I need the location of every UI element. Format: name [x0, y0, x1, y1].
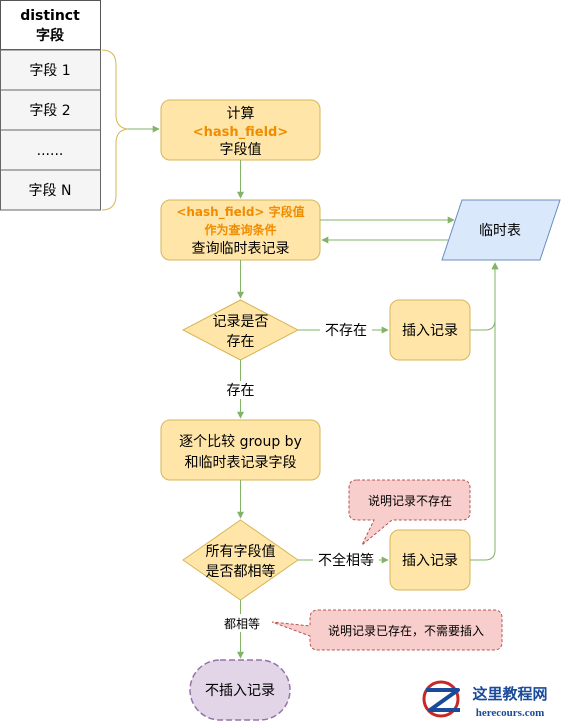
edge-label-bg — [220, 614, 264, 632]
callout-record-exists-no-insert: 说明记录已存在，不需要插入 — [271, 609, 503, 651]
table-header-line2: 字段 — [36, 27, 64, 44]
watermark-title: 这里教程网 — [472, 685, 547, 703]
edge-label-exists: 存在 — [227, 383, 255, 399]
compute-hash-line2: <hash_field> — [193, 125, 289, 140]
compute-hash-line3: 字段值 — [220, 142, 262, 158]
query-temp-node: <hash_field> 字段值 作为查询条件 查询临时表记录 — [160, 199, 321, 261]
insert-record-label-1: 插入记录 — [402, 323, 458, 339]
table-row-label: 字段 2 — [29, 103, 70, 119]
table-row-label: ...... — [37, 143, 64, 159]
logo-ring-icon — [422, 680, 460, 718]
compare-fields-line2: 和临时表记录字段 — [185, 455, 297, 471]
edge-label-not-all-equal: 不全相等 — [318, 552, 374, 569]
compute-hash-node: 计算 <hash_field> 字段值 — [160, 99, 321, 161]
curly-brace — [101, 49, 129, 211]
record-exists-line2: 存在 — [227, 334, 255, 350]
temp-table-label: 临时表 — [479, 223, 521, 239]
callout-record-exists-no-insert-text: 说明记录已存在，不需要插入 — [328, 623, 484, 638]
record-exists-line1: 记录是否 — [213, 314, 269, 330]
no-insert-label: 不插入记录 — [205, 683, 275, 699]
compare-fields-line1: 逐个比较 group by — [179, 434, 302, 450]
table-row — [0, 129, 101, 171]
edge-label-bg — [222, 381, 259, 399]
compute-hash-line1: 计算 — [227, 106, 255, 122]
compare-fields-node: 逐个比较 group by 和临时表记录字段 — [160, 419, 321, 481]
all-equal-decision: 所有字段值 是否都相等 — [182, 519, 299, 601]
table-row-label: 字段 1 — [29, 63, 70, 79]
table-row — [0, 89, 101, 131]
no-insert-terminal: 不插入记录 — [189, 659, 291, 721]
insert-record-label-2: 插入记录 — [402, 553, 458, 569]
temp-table-node: 临时表 — [441, 199, 561, 261]
insert-record-node-2: 插入记录 — [389, 529, 471, 591]
watermark-url: herecours.com — [476, 707, 545, 719]
record-exists-decision: 记录是否 存在 — [181, 299, 300, 361]
edge-label-bg — [313, 551, 379, 569]
query-temp-line2: 作为查询条件 — [204, 222, 276, 237]
all-equal-line2: 是否都相等 — [206, 563, 276, 580]
edge-label-all-equal: 都相等 — [224, 617, 260, 631]
table-header-line1: distinct — [20, 8, 80, 24]
distinct-field-table: distinct 字段 字段 1 字段 2 ...... 字段 N — [0, 0, 101, 211]
table-row-label: 字段 N — [29, 183, 72, 199]
table-row — [0, 169, 101, 211]
edge-insert2-to-temp-table — [470, 262, 499, 561]
table-header-cell — [0, 0, 101, 50]
watermark-logo: 这里教程网 herecours.com — [422, 680, 548, 719]
edge-insert1-to-temp-table — [470, 262, 499, 331]
callout-record-not-exist-text: 说明记录不存在 — [368, 493, 452, 508]
logo-z-icon — [426, 688, 460, 712]
query-temp-line3: 查询临时表记录 — [192, 241, 290, 257]
insert-record-node-1: 插入记录 — [389, 299, 471, 361]
all-equal-line1: 所有字段值 — [206, 544, 276, 560]
query-temp-line1: <hash_field> 字段值 — [176, 204, 304, 220]
edge-label-bg — [320, 321, 372, 339]
edge-label-not-exists: 不存在 — [325, 323, 367, 339]
callout-record-not-exist: 说明记录不存在 — [348, 479, 471, 546]
table-row — [0, 49, 101, 91]
